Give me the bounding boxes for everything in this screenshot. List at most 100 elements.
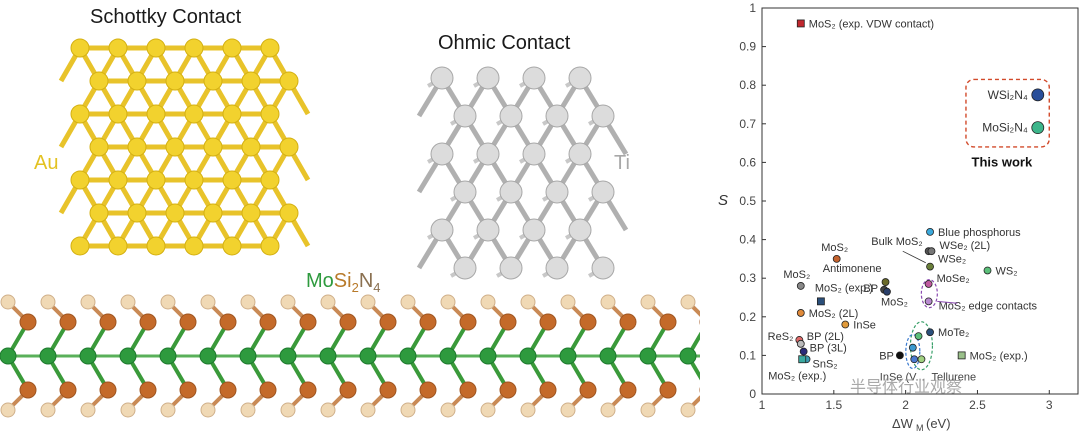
mo-atom xyxy=(279,347,297,365)
data-point xyxy=(881,278,890,286)
ti-atom xyxy=(591,256,615,280)
formula-si-sub: 2 xyxy=(351,280,359,295)
au-atom xyxy=(127,203,147,223)
y-tick-label: 0.1 xyxy=(739,348,756,362)
y-tick-label: 0.5 xyxy=(739,194,756,208)
au-atom xyxy=(165,71,185,91)
au-atom xyxy=(260,104,280,124)
n-atom xyxy=(680,402,696,418)
n-atom xyxy=(80,402,96,418)
data-label: BP xyxy=(879,350,894,362)
mo-atom xyxy=(359,347,377,365)
n-atom xyxy=(360,294,376,310)
si-atom xyxy=(179,381,197,399)
au-atom xyxy=(260,38,280,58)
mo-atom xyxy=(79,347,97,365)
au-atom xyxy=(127,71,147,91)
data-point xyxy=(910,355,919,364)
this-work-box xyxy=(965,78,1050,148)
si-atom xyxy=(419,313,437,331)
n-atom xyxy=(240,294,256,310)
si-atom xyxy=(579,313,597,331)
y-tick-label: 0.4 xyxy=(739,233,756,247)
ti-atom xyxy=(453,104,477,128)
au-atom xyxy=(222,170,242,190)
y-tick-label: 0.7 xyxy=(739,117,756,131)
mo-atom xyxy=(599,347,617,365)
n-atom xyxy=(520,294,536,310)
au-atom xyxy=(108,236,128,256)
n-atom xyxy=(400,294,416,310)
si-atom xyxy=(19,313,37,331)
n-atom xyxy=(280,294,296,310)
crystal-illustration xyxy=(0,38,700,418)
schottky-title: Schottky Contact xyxy=(90,6,242,28)
mo-atom xyxy=(199,347,217,365)
n-atom xyxy=(0,294,16,310)
si-atom xyxy=(59,381,77,399)
mo-atom xyxy=(559,347,577,365)
data-point xyxy=(841,320,850,329)
data-point xyxy=(917,355,926,364)
n-atom xyxy=(640,294,656,310)
y-axis-label: S xyxy=(718,192,728,209)
data-point xyxy=(816,297,825,306)
au-atom xyxy=(108,104,128,124)
data-point xyxy=(832,254,841,263)
data-label: MoSi₂N₄ xyxy=(982,121,1028,135)
mo-atom xyxy=(439,347,457,365)
y-tick-label: 0.6 xyxy=(739,155,756,169)
data-point xyxy=(924,297,933,306)
data-label: InSe xyxy=(853,320,876,332)
si-atom xyxy=(499,381,517,399)
ti-atom xyxy=(499,256,523,280)
ti-lattice xyxy=(416,66,629,280)
au-atom xyxy=(146,38,166,58)
si-atom xyxy=(619,381,637,399)
ti-atom xyxy=(591,180,615,204)
au-atom xyxy=(70,236,90,256)
si-atom xyxy=(219,313,237,331)
data-label: MoS₂ xyxy=(881,297,908,309)
ti-atom xyxy=(568,66,592,90)
data-label: MoS₂ edge contacts xyxy=(939,300,1038,312)
au-lattice xyxy=(58,38,311,256)
au-atom xyxy=(279,137,299,157)
data-label: MoS₂ (exp. VDW contact) xyxy=(809,18,934,30)
ti-atom xyxy=(430,66,454,90)
si-atom xyxy=(379,381,397,399)
data-label: Antimonene xyxy=(823,263,882,275)
formula-n: N xyxy=(358,270,374,292)
data-point xyxy=(908,343,917,352)
data-label: WSe₂ xyxy=(938,254,966,266)
au-atom xyxy=(70,38,90,58)
mo-atom xyxy=(119,347,137,365)
au-atom xyxy=(127,137,147,157)
watermark: 半导体行业观察 xyxy=(850,378,962,396)
mo-atom xyxy=(399,347,417,365)
si-atom xyxy=(619,313,637,331)
formula-mo: Mo xyxy=(306,270,334,292)
leader-line xyxy=(902,250,926,264)
si-atom xyxy=(59,313,77,331)
group-ellipse xyxy=(905,333,921,370)
data-point xyxy=(914,332,923,341)
n-atom xyxy=(400,402,416,418)
mo-atom xyxy=(239,347,257,365)
n-atom xyxy=(560,294,576,310)
si-atom xyxy=(99,313,117,331)
si-atom xyxy=(459,381,477,399)
y-tick-label: 0 xyxy=(749,387,756,401)
data-point xyxy=(926,262,934,271)
n-atom xyxy=(480,402,496,418)
mosi2n4-layer xyxy=(0,294,700,418)
ti-atom xyxy=(453,256,477,280)
x-axis-label: ΔW xyxy=(892,416,914,431)
si-atom xyxy=(299,313,317,331)
data-label: MoS₂ (exp.) xyxy=(768,370,826,382)
ti-atom xyxy=(499,180,523,204)
au-atom xyxy=(203,137,223,157)
ohmic-title: Ohmic Contact xyxy=(438,32,571,54)
partial-label: InSe (V... xyxy=(880,371,925,383)
si-atom xyxy=(659,381,677,399)
